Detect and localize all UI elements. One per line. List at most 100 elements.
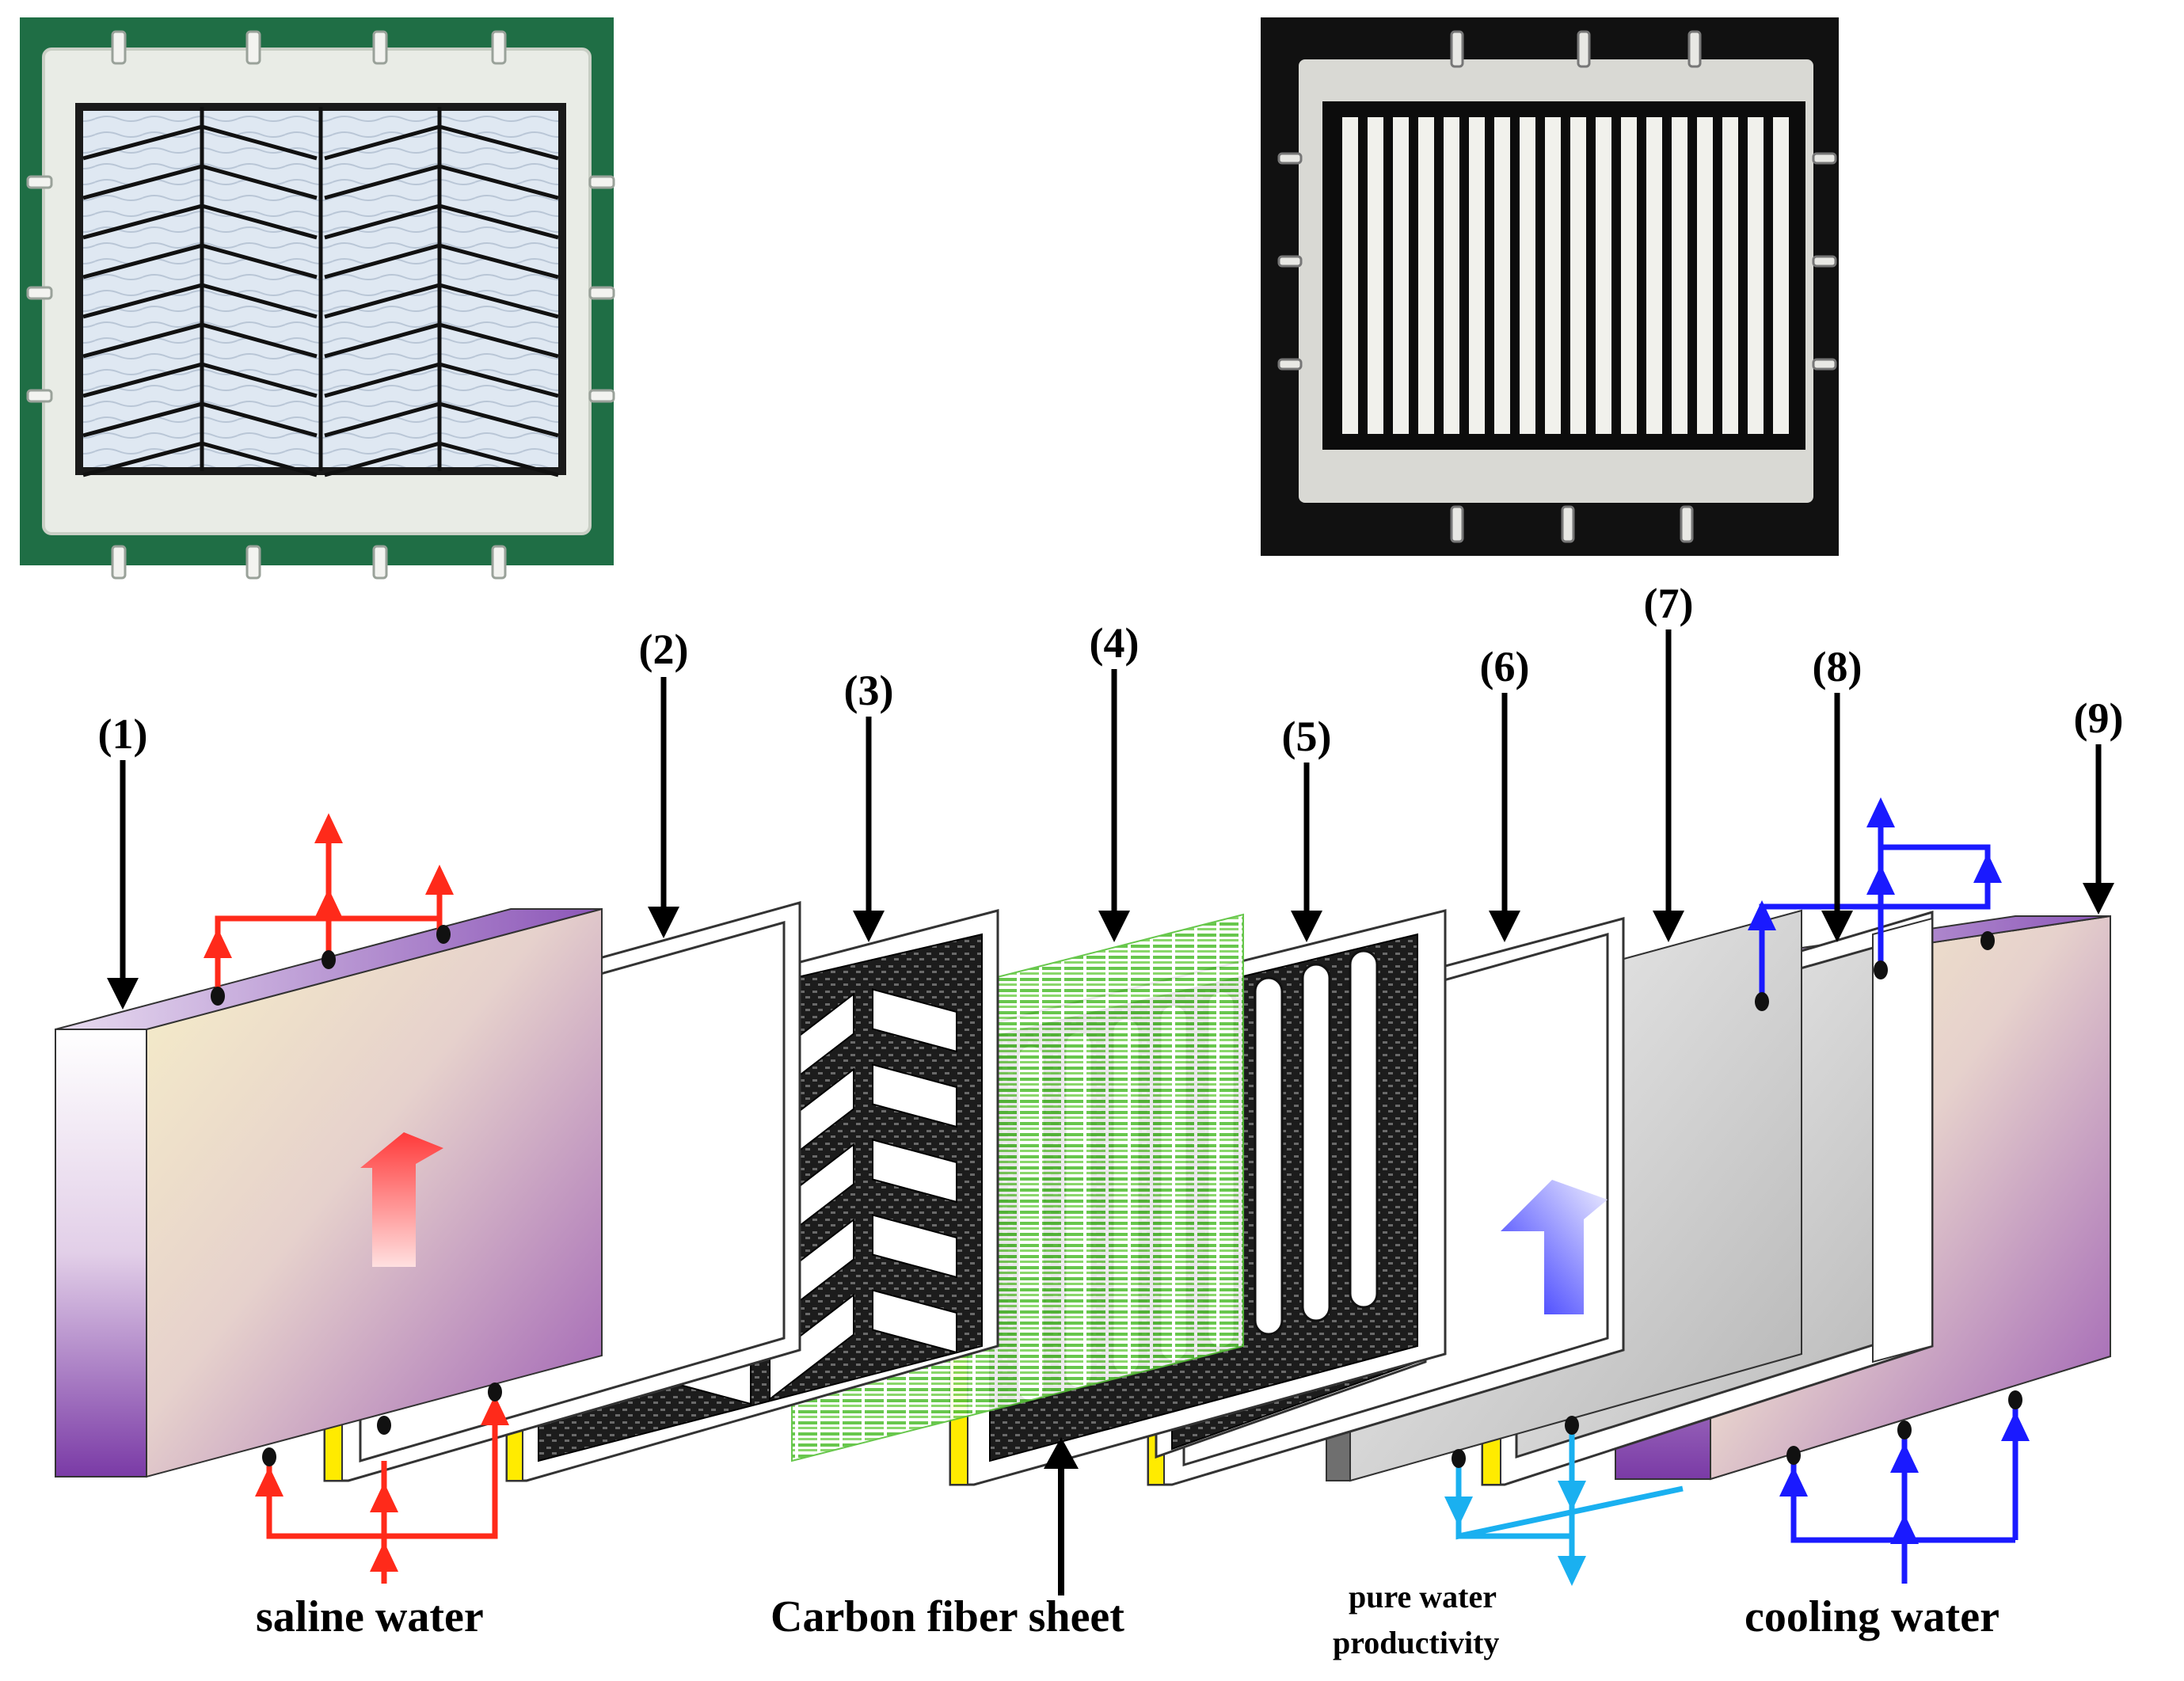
photo-chevron-line xyxy=(201,441,318,477)
hot-inlet-nozzle xyxy=(262,1447,276,1466)
spacer-channel-slot xyxy=(1301,963,1331,1322)
photo-port-pin xyxy=(1812,358,1837,371)
hot-inlet-nozzle xyxy=(377,1416,391,1435)
component-pointer-head-7 xyxy=(1653,911,1684,942)
component-pointer-head-4 xyxy=(1098,911,1130,942)
product-arrowhead xyxy=(1558,1556,1586,1586)
cold-inlet-nozzle xyxy=(1786,1446,1801,1465)
photo-channel-slot xyxy=(1444,117,1459,434)
component-label-9: (9) xyxy=(2074,694,2124,742)
photo-channel-slot xyxy=(1697,117,1713,434)
photo-chevron-line xyxy=(201,362,318,398)
photo-chevron-line xyxy=(82,401,203,438)
component-pointer-head-2 xyxy=(648,907,679,938)
spacer-chevron-cell xyxy=(872,1214,957,1279)
photo-channel-slot xyxy=(1570,117,1586,434)
cooling-water-caption: cooling water xyxy=(1745,1592,1999,1641)
photo-chevron-line xyxy=(439,164,559,200)
photo-channel-slot xyxy=(1748,117,1764,434)
photo-port-pin xyxy=(372,30,388,65)
photo-chevron-line xyxy=(324,362,440,398)
blue-arrowhead xyxy=(1779,1466,1808,1497)
blue-arrowhead xyxy=(1866,797,1895,827)
photo-port-pin xyxy=(1450,505,1464,543)
photo-port-pin xyxy=(588,175,615,189)
saline-water-caption: saline water xyxy=(256,1592,484,1641)
component-labels: (1)(2)(3)(4)(5)(6)(7)(8)(9) xyxy=(98,580,2124,1010)
photo-chevron-line xyxy=(324,124,440,161)
photo-chevron-line xyxy=(82,243,203,280)
spacer-channel-slot xyxy=(1349,949,1379,1309)
photo-port-pin xyxy=(1277,358,1303,371)
hot-outlet-nozzle xyxy=(436,925,451,944)
component-pointer-head-1 xyxy=(107,978,139,1010)
photo-port-pin xyxy=(372,545,388,580)
photo-channel-slot xyxy=(1418,117,1434,434)
photo-chevron-line xyxy=(82,124,203,161)
photo-chevron-line xyxy=(439,243,559,280)
photo-port-pin xyxy=(1812,152,1837,165)
photo-channel-slot xyxy=(1646,117,1662,434)
photo-chevron-line xyxy=(201,164,318,200)
cold-outlet-pipe xyxy=(1759,879,1991,999)
photo-chevron-line xyxy=(82,164,203,200)
red-arrowhead xyxy=(481,1395,509,1425)
photo-chevron-line xyxy=(201,283,318,319)
component-label-8: (8) xyxy=(1813,643,1862,690)
spacer-chevron-cell xyxy=(872,1139,957,1204)
product-outlet-nozzle xyxy=(1565,1416,1579,1435)
photo-chevron-line xyxy=(439,124,559,161)
cold-inlet-nozzle xyxy=(2008,1390,2022,1409)
component-pointer-head-6 xyxy=(1489,911,1520,942)
red-arrowhead xyxy=(425,865,454,895)
photo-port-pin xyxy=(245,545,261,580)
photo-port-pin xyxy=(491,30,507,65)
component-label-6: (6) xyxy=(1480,643,1530,690)
component-pointer-head-8 xyxy=(1821,911,1853,942)
photo-herringbone-spacer xyxy=(20,17,615,580)
hot-inlet-nozzle xyxy=(488,1382,502,1401)
blue-arrowhead xyxy=(1748,900,1776,930)
photo-channel-slot xyxy=(1596,117,1611,434)
photo-chevron-line xyxy=(201,203,318,240)
photo-chevron-line xyxy=(82,283,203,319)
photo-channel-slot xyxy=(1469,117,1485,434)
photo-chevron-line xyxy=(324,441,440,477)
photo-chevron-line xyxy=(82,362,203,398)
photo-channel-slot xyxy=(1520,117,1535,434)
red-arrowhead xyxy=(370,1482,398,1512)
product-arrowhead xyxy=(1444,1497,1473,1527)
blue-arrowhead xyxy=(1890,1514,1919,1544)
photo-chevron-line xyxy=(201,322,318,359)
photo-chevron-line xyxy=(82,441,203,477)
photo-channel-slot xyxy=(1672,117,1687,434)
spacer-channel-slot xyxy=(1254,976,1284,1336)
photo-channel-slot xyxy=(1342,117,1358,434)
red-arrowhead xyxy=(314,813,343,843)
photo-chevron-line xyxy=(439,441,559,477)
carbon-fiber-sheet-caption: Carbon fiber sheet xyxy=(770,1592,1124,1641)
hot-flow-up-arrow-icon xyxy=(360,1132,443,1267)
photo-port-pin xyxy=(491,545,507,580)
photo-channel-slot xyxy=(1545,117,1561,434)
component-label-5: (5) xyxy=(1282,713,1332,760)
photo-chevron-line xyxy=(324,401,440,438)
cold-inlet-nozzle xyxy=(1897,1420,1912,1439)
product-outlet-nozzle xyxy=(1452,1449,1466,1468)
photo-port-pin xyxy=(111,30,127,65)
pure-water-caption-line2: productivity xyxy=(1333,1625,1499,1660)
component-pointer-head-3 xyxy=(853,911,885,942)
blue-arrowhead xyxy=(1866,865,1895,895)
photo-chevron-line xyxy=(82,203,203,240)
photo-port-pin xyxy=(588,389,615,403)
photo-port-pin xyxy=(1687,30,1702,68)
product-arrowhead xyxy=(1558,1481,1586,1511)
photo-port-pin xyxy=(1277,255,1303,268)
photo-chevron-line xyxy=(324,283,440,319)
photo-port-pin xyxy=(245,30,261,65)
photo-port-pin xyxy=(111,545,127,580)
photo-chevron-line xyxy=(324,322,440,359)
photo-chevron-line xyxy=(201,124,318,161)
spacer-chevron-cell xyxy=(872,1289,957,1354)
